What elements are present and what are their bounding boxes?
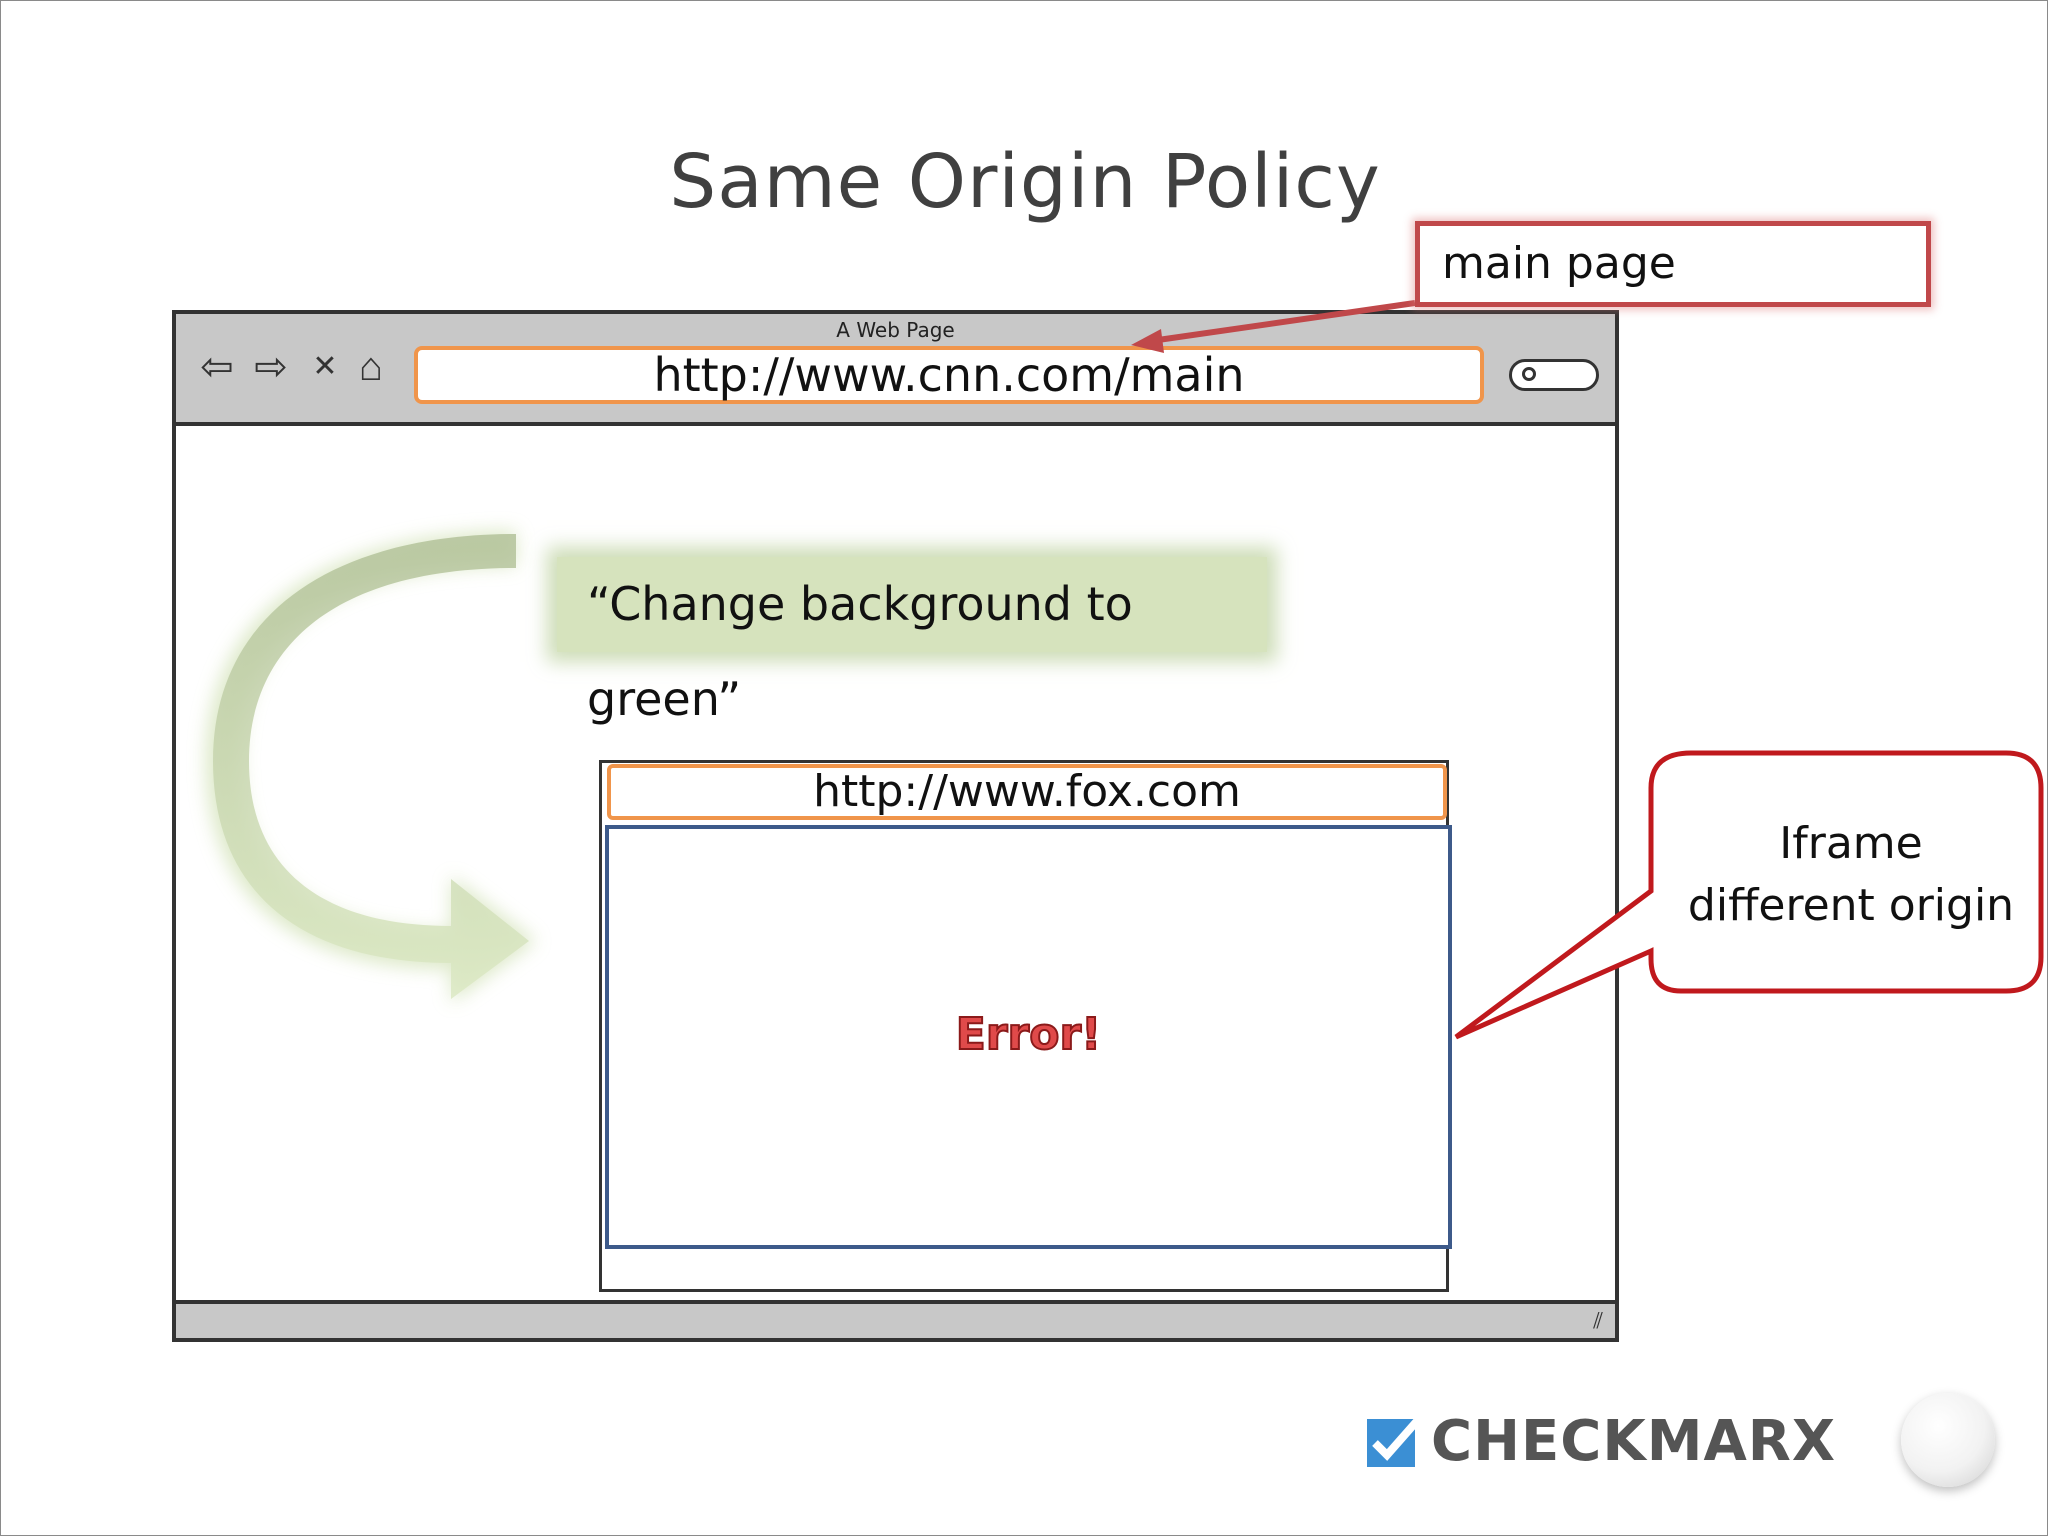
browser-toolbar: A Web Page ⇦ ⇨ ✕ ⌂ http://www.cnn.com/ma… — [176, 314, 1615, 426]
iframe-content: Error! — [605, 825, 1452, 1249]
back-arrow-icon[interactable]: ⇦ — [200, 345, 234, 389]
main-url-bar[interactable]: http://www.cnn.com/main — [414, 346, 1484, 404]
slide-title: Same Origin Policy — [669, 139, 1381, 225]
main-page-callout: main page — [1415, 221, 1931, 307]
checkmarx-logo: CHECKMARX — [1367, 1408, 1837, 1474]
search-field[interactable] — [1509, 359, 1599, 391]
iframe-callout-line2: different origin — [1687, 880, 2015, 931]
close-icon[interactable]: ✕ — [312, 350, 338, 383]
iframe-callout-line1: Iframe — [1779, 818, 1923, 869]
logo-text: CHECKMARX — [1431, 1408, 1837, 1474]
iframe-speech-bubble — [1454, 750, 2044, 1040]
forward-arrow-icon[interactable]: ⇨ — [254, 345, 288, 389]
main-page-arrowhead — [1131, 329, 1164, 353]
home-icon[interactable]: ⌂ — [358, 345, 384, 389]
browser-caption: A Web Page — [836, 318, 955, 342]
instruction-label: “Change background to green” — [557, 557, 1267, 726]
resize-grip-icon[interactable]: ⫽ — [1593, 1308, 1603, 1333]
main-page-pointer — [1150, 300, 1416, 344]
iframe-url-bar[interactable]: http://www.fox.com — [607, 764, 1447, 820]
iframe-callout-text: Iframe different origin — [1661, 813, 2041, 937]
search-icon — [1522, 367, 1536, 381]
browser-status-bar: ⫽ — [176, 1300, 1615, 1338]
checkmark-logo-icon — [1367, 1418, 1419, 1467]
logo-orb-icon — [1901, 1393, 1995, 1487]
error-message: Error! — [955, 1008, 1102, 1061]
